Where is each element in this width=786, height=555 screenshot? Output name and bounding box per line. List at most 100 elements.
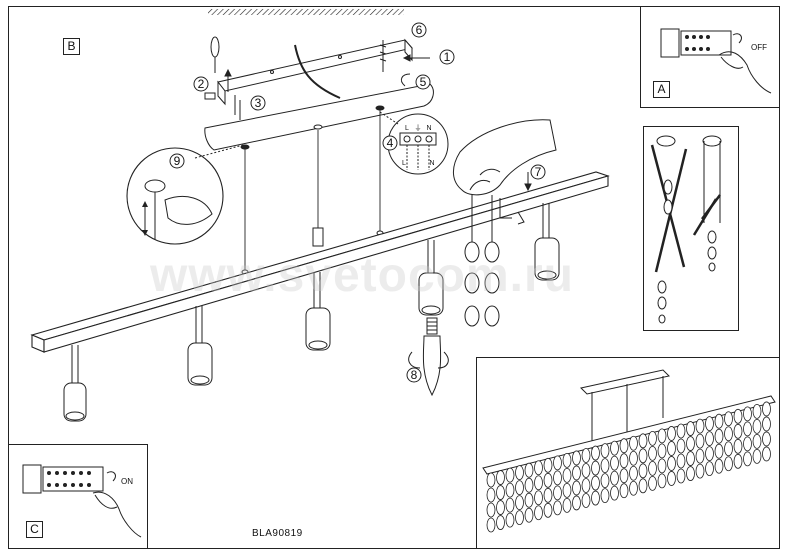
crystal-detail-illustration	[650, 135, 722, 324]
crystal-bead	[524, 507, 534, 523]
terminal-bottom-N: N	[429, 160, 434, 167]
crystal-bead	[496, 515, 505, 530]
crystal-bead	[553, 455, 562, 471]
crystal-bead	[534, 460, 543, 476]
crystal-bead	[600, 443, 610, 458]
crystal-bead	[543, 472, 553, 488]
light-bar	[30, 171, 610, 353]
crystal-bead	[534, 505, 543, 521]
crystal-bead	[562, 482, 572, 498]
crystal-bead	[743, 436, 752, 452]
crystal-bead	[543, 487, 553, 503]
crystal-bead	[695, 433, 705, 449]
mounting-bracket	[217, 38, 413, 106]
crystal-bead	[572, 495, 581, 511]
terminal-top-L: L	[405, 125, 409, 132]
crystal-bead	[686, 421, 695, 436]
crystal-bead	[600, 458, 610, 473]
crystal-bead	[486, 517, 496, 533]
crystal-bead	[534, 490, 543, 506]
panel-label-switch-on: C	[26, 521, 43, 538]
crystal-bead	[667, 456, 676, 471]
crystal-bead	[686, 466, 695, 481]
crystal-bead	[515, 510, 524, 526]
crystal-bead	[619, 453, 629, 469]
crystal-bead	[629, 450, 638, 466]
terminal-top-earth: ⏚	[415, 124, 422, 132]
crystal-bead	[752, 434, 762, 449]
crystal-bead	[705, 431, 714, 447]
bulb	[408, 317, 449, 397]
crystal-bead	[667, 471, 676, 486]
step-arrows	[224, 54, 532, 192]
crystal-bead	[714, 443, 724, 459]
crystal-bead	[515, 495, 524, 511]
crystal-bead	[667, 426, 676, 441]
step-circles	[169, 22, 546, 383]
crystal-bead	[562, 497, 572, 513]
crystal-bead	[752, 449, 762, 464]
crystal-bead	[562, 453, 572, 468]
crystal-bead	[619, 483, 629, 499]
strand-hook	[499, 198, 525, 225]
crystal-bead	[714, 413, 724, 429]
canopy	[204, 83, 434, 151]
crystal-bead	[705, 461, 714, 477]
crystal-bead	[524, 462, 534, 478]
crystal-bead	[724, 441, 733, 457]
crystal-bead	[581, 478, 591, 493]
crystal-bead	[676, 468, 686, 484]
crystal-bead	[496, 500, 505, 515]
terminal-block-zoom	[379, 111, 449, 175]
crystal-bead	[610, 455, 619, 471]
crystal-bead	[686, 451, 695, 466]
crystal-strands	[464, 190, 500, 327]
crystal-bead	[762, 416, 771, 432]
crystal-bead	[610, 485, 619, 501]
crystal-bead	[638, 448, 648, 464]
crystal-bead	[496, 485, 505, 500]
crystal-bead	[581, 448, 591, 463]
crystal-bead	[572, 450, 581, 466]
suspension-wires	[244, 110, 381, 270]
crystal-bead	[743, 421, 752, 437]
hand-illustration	[453, 119, 557, 196]
crystal-bead	[762, 401, 771, 417]
crystal-bead	[733, 408, 743, 424]
crystal-bead	[562, 468, 572, 483]
crystal-bead	[619, 468, 629, 484]
height-adjust-zoom	[126, 144, 244, 245]
terminal-bottom-L: L	[402, 160, 406, 167]
crystal-bead	[714, 458, 724, 474]
crystal-bead	[762, 431, 771, 447]
crystal-bead	[600, 488, 610, 504]
crystal-bead	[657, 458, 667, 474]
crystal-bead	[591, 445, 600, 461]
step-1: 1	[444, 50, 451, 64]
switch-on-illustration	[22, 464, 142, 538]
crystal-bead	[486, 487, 496, 503]
diagram-frame	[8, 6, 780, 549]
crystal-bead	[505, 482, 515, 498]
step-2: 2	[198, 77, 205, 91]
crystal-bead	[591, 460, 600, 476]
crystal-bead	[610, 470, 619, 486]
crystal-bead	[724, 456, 733, 472]
terminal-labels: L ⏚ N L N	[402, 124, 434, 167]
panel-switch-off: OFF A	[640, 6, 780, 108]
assembled-lamp-illustration	[482, 369, 776, 533]
step-6: 6	[416, 23, 423, 37]
switch-off-illustration	[660, 28, 772, 94]
crystal-bead	[733, 453, 743, 469]
crystal-bead	[629, 435, 638, 451]
crystal-bead	[619, 438, 629, 454]
crystal-bead	[534, 475, 543, 491]
crystal-bead	[676, 438, 686, 454]
crystal-bead	[543, 502, 553, 518]
crystal-bead	[524, 492, 534, 508]
crystal-bead	[543, 457, 553, 473]
crystal-bead	[743, 406, 752, 422]
crystal-bead	[705, 416, 714, 432]
panel-label-main: B	[63, 38, 80, 55]
crystal-bead	[657, 473, 667, 489]
